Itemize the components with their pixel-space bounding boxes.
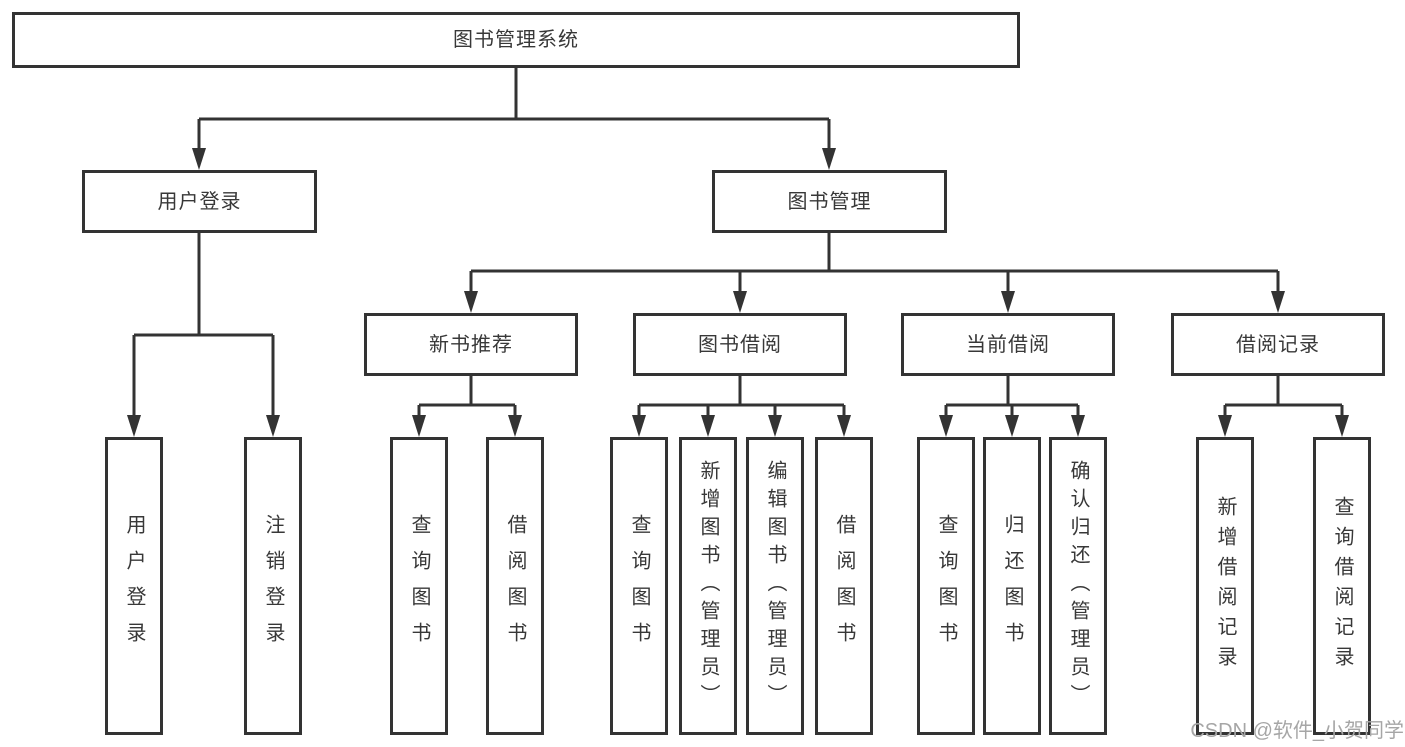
leaf-query-books-borrow: 查询图书 bbox=[610, 437, 668, 735]
node-user-login: 用户登录 bbox=[82, 170, 317, 233]
arrowhead bbox=[733, 291, 747, 313]
leaf-return-books: 归还图书 bbox=[983, 437, 1041, 735]
leaf-add-borrow-record: 新增借阅记录 bbox=[1196, 437, 1254, 735]
node-new-book-recommend-label: 新书推荐 bbox=[429, 333, 513, 356]
leaf-borrow-books-borrow: 借阅图书 bbox=[815, 437, 873, 735]
arrowhead bbox=[1001, 291, 1015, 313]
arrowhead bbox=[1335, 415, 1349, 437]
leaf-borrow-books-recommend: 借阅图书 bbox=[486, 437, 544, 735]
csdn-watermark: CSDN @软件_小贺同学 bbox=[1190, 720, 1404, 742]
leaf-edit-book-admin: 编辑图书（管理员） bbox=[746, 437, 804, 735]
node-borrow-records: 借阅记录 bbox=[1171, 313, 1385, 376]
leaf-return-books-label: 归还图书 bbox=[1001, 514, 1023, 658]
arrowhead bbox=[632, 415, 646, 437]
node-book-management-label: 图书管理 bbox=[787, 190, 872, 213]
node-user-login-label: 用户登录 bbox=[157, 190, 242, 213]
arrowhead bbox=[1218, 415, 1232, 437]
arrowhead bbox=[701, 415, 715, 437]
node-borrow-records-label: 借阅记录 bbox=[1236, 333, 1320, 356]
leaf-edit-book-admin-label: 编辑图书（管理员） bbox=[764, 460, 786, 712]
arrowhead bbox=[127, 415, 141, 437]
leaf-logout: 注销登录 bbox=[244, 437, 302, 735]
node-book-borrow: 图书借阅 bbox=[633, 313, 847, 376]
arrowhead bbox=[1271, 291, 1285, 313]
node-current-borrow: 当前借阅 bbox=[901, 313, 1115, 376]
leaf-user-login: 用户登录 bbox=[105, 437, 163, 735]
leaf-query-books-recommend: 查询图书 bbox=[390, 437, 448, 735]
arrowhead bbox=[1005, 415, 1019, 437]
leaf-query-books-current: 查询图书 bbox=[917, 437, 975, 735]
arrowhead bbox=[837, 415, 851, 437]
leaf-logout-label: 注销登录 bbox=[262, 514, 284, 658]
node-book-management: 图书管理 bbox=[712, 170, 947, 233]
leaf-user-login-label: 用户登录 bbox=[123, 514, 145, 658]
leaf-query-borrow-record-label: 查询借阅记录 bbox=[1331, 496, 1353, 676]
leaf-confirm-return-admin-label: 确认归还（管理员） bbox=[1067, 460, 1089, 712]
leaf-add-borrow-record-label: 新增借阅记录 bbox=[1214, 496, 1236, 676]
leaf-confirm-return-admin: 确认归还（管理员） bbox=[1049, 437, 1107, 735]
leaf-borrow-books-borrow-label: 借阅图书 bbox=[833, 514, 855, 658]
node-root: 图书管理系统 bbox=[12, 12, 1020, 68]
leaf-query-borrow-record: 查询借阅记录 bbox=[1313, 437, 1371, 735]
leaf-borrow-books-recommend-label: 借阅图书 bbox=[504, 514, 526, 658]
arrowhead bbox=[939, 415, 953, 437]
node-root-label: 图书管理系统 bbox=[453, 29, 579, 51]
arrowhead bbox=[1071, 415, 1085, 437]
arrowhead bbox=[508, 415, 522, 437]
node-new-book-recommend: 新书推荐 bbox=[364, 313, 578, 376]
arrowhead bbox=[464, 291, 478, 313]
arrowhead bbox=[768, 415, 782, 437]
leaf-add-book-admin: 新增图书（管理员） bbox=[679, 437, 737, 735]
node-book-borrow-label: 图书借阅 bbox=[698, 333, 782, 356]
node-current-borrow-label: 当前借阅 bbox=[966, 333, 1050, 356]
arrowhead bbox=[822, 148, 836, 170]
arrowhead bbox=[412, 415, 426, 437]
leaf-query-books-borrow-label: 查询图书 bbox=[628, 514, 650, 658]
leaf-query-books-current-label: 查询图书 bbox=[935, 514, 957, 658]
leaf-query-books-recommend-label: 查询图书 bbox=[408, 514, 430, 658]
arrowhead bbox=[266, 415, 280, 437]
leaf-add-book-admin-label: 新增图书（管理员） bbox=[697, 460, 719, 712]
arrowhead bbox=[192, 148, 206, 170]
